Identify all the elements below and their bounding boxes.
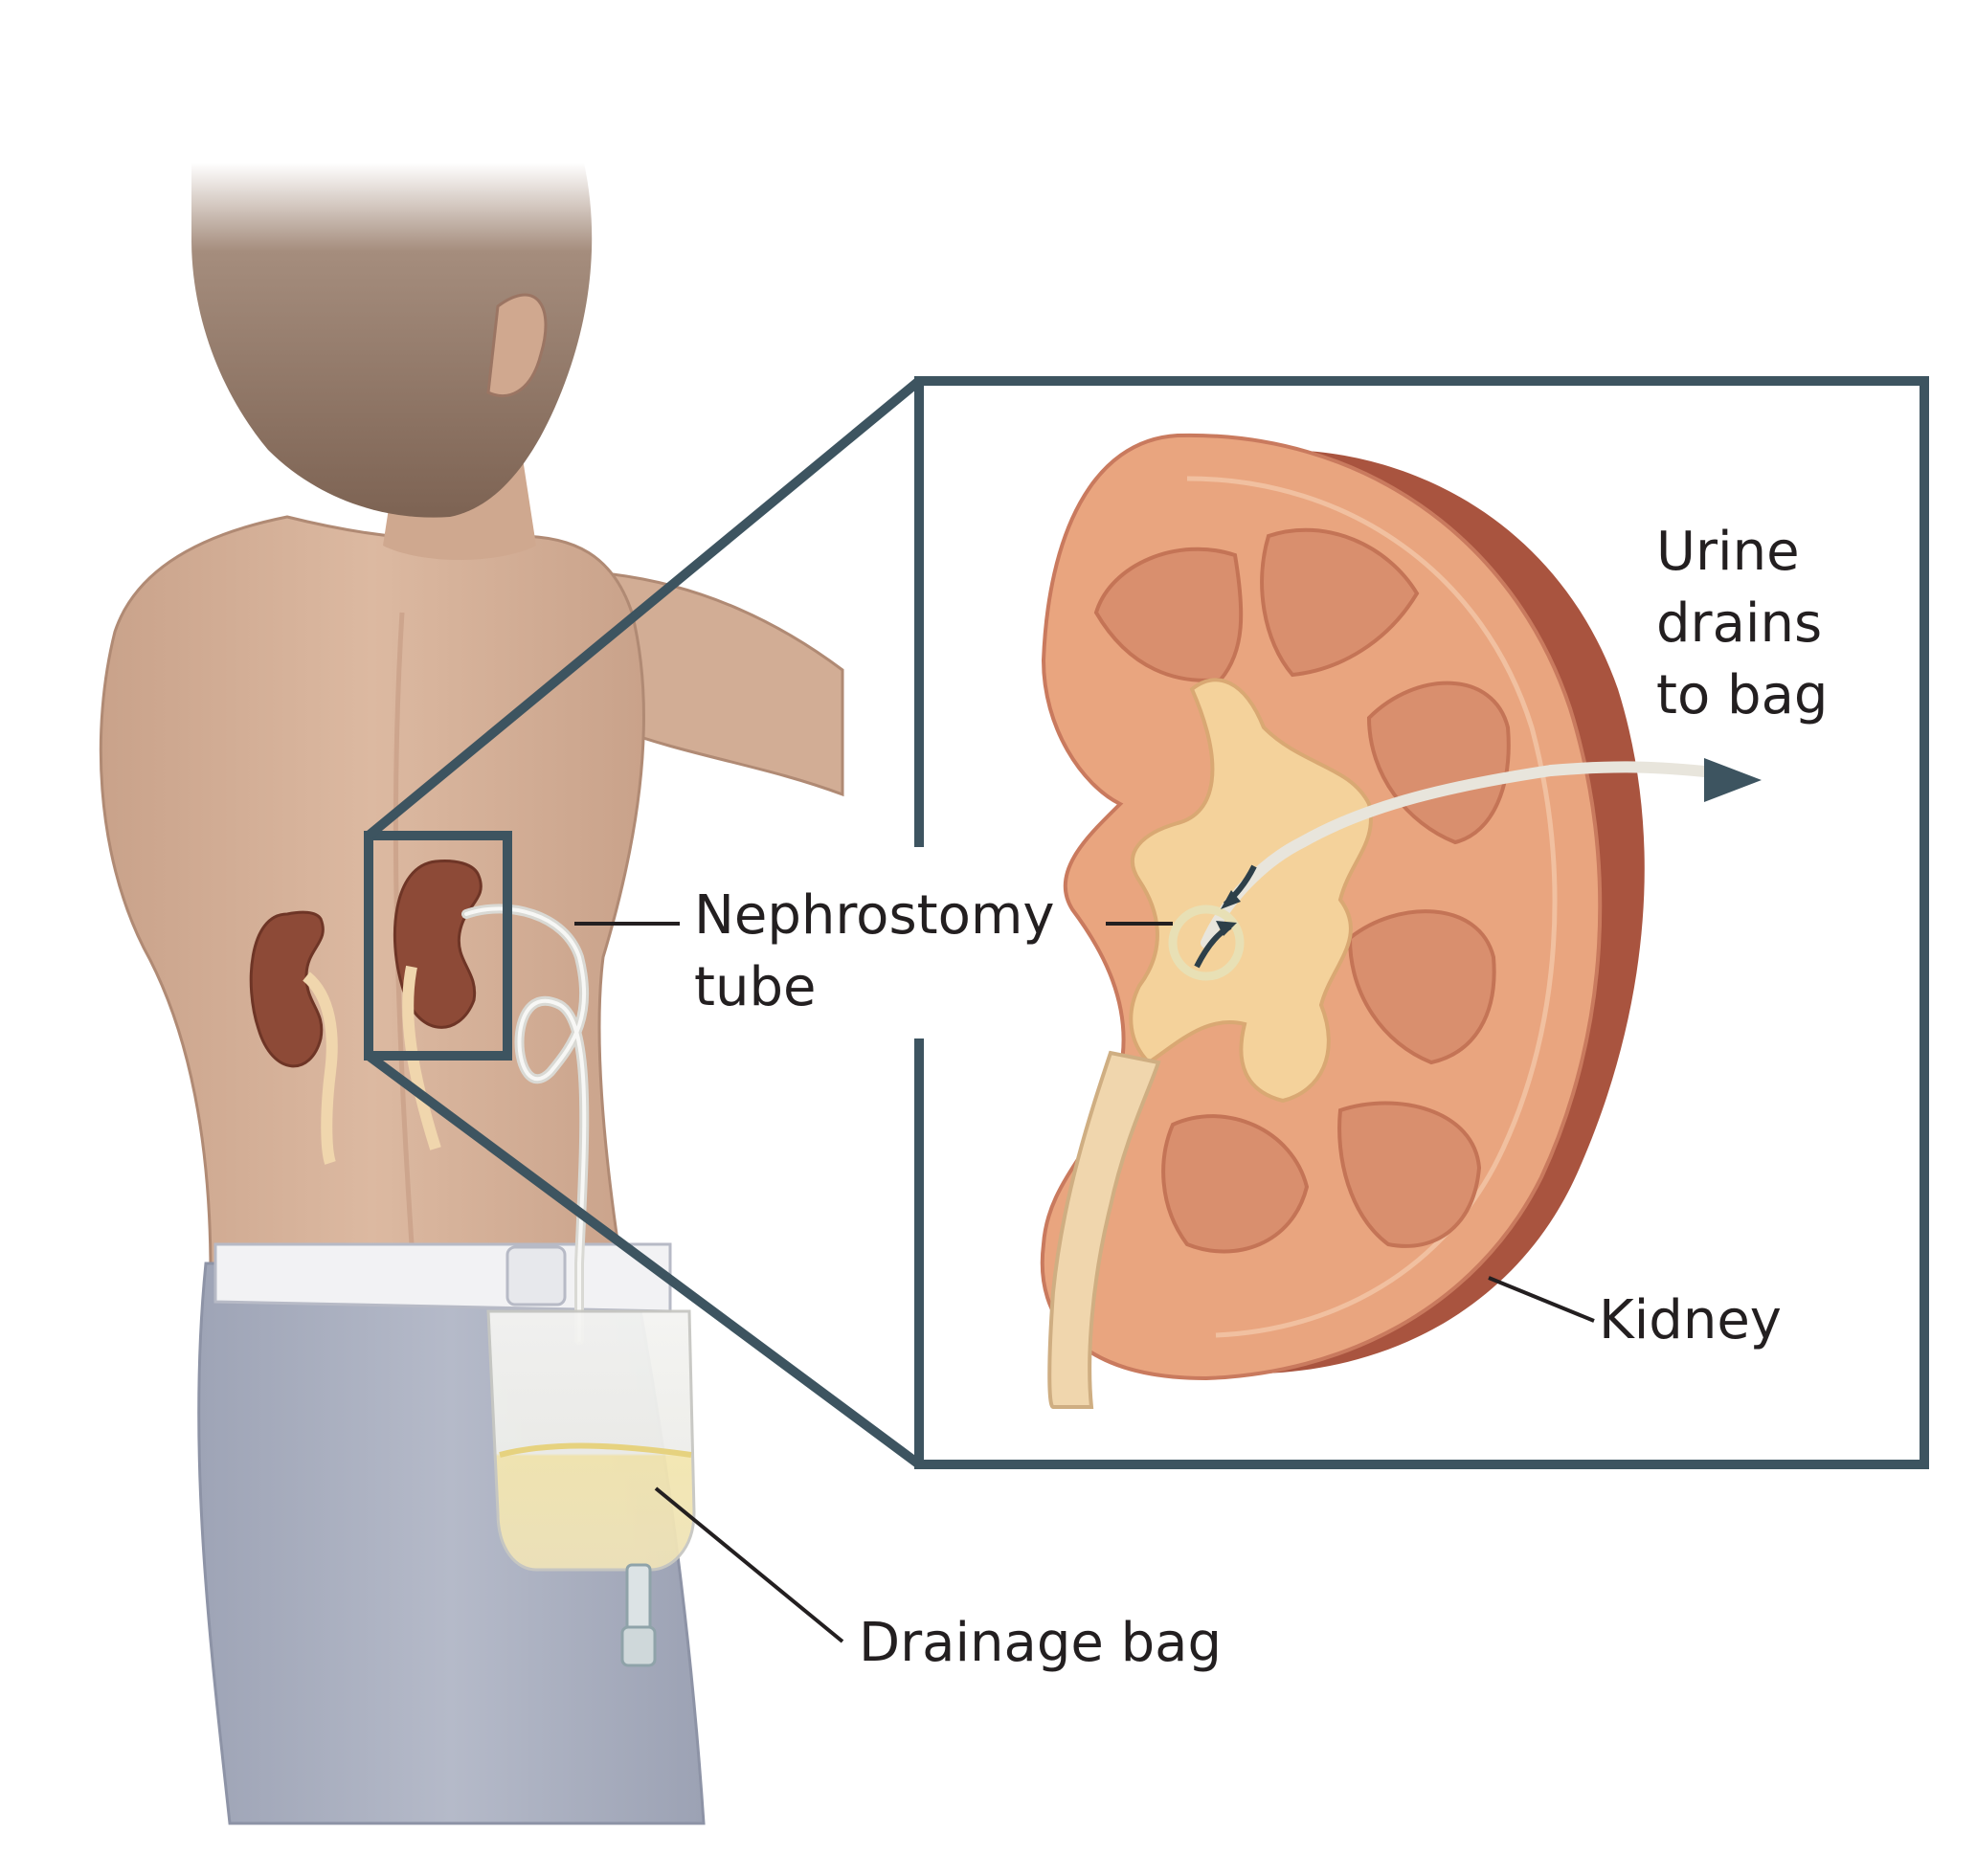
boy-head — [191, 163, 593, 518]
label-drainage-bag: Drainage bag — [859, 1612, 1222, 1674]
belt-buckle — [505, 1245, 567, 1306]
flow-arrow-1-head — [1221, 890, 1241, 909]
kidney-ureter — [1047, 1050, 1161, 1409]
small-zoom-box — [364, 831, 512, 1061]
urine-arrow-head — [1704, 758, 1762, 802]
pyramid-6 — [1161, 1114, 1310, 1254]
renal-pyramids — [1093, 527, 1511, 1254]
leader-kidney — [1488, 1276, 1595, 1323]
label-urine-line3: to bag — [1656, 664, 1828, 726]
large-zoom-frame — [914, 376, 1929, 1469]
label-nephrostomy-line1: Nephrostomy — [694, 884, 1055, 947]
zoom-connector-top — [365, 377, 923, 839]
label-urine-line2: drains — [1656, 592, 1822, 655]
drainage-tube-highlight — [464, 906, 587, 1342]
pyramid-5 — [1337, 1101, 1482, 1248]
flow-arrow-2-head — [1216, 921, 1237, 936]
renal-pelvis — [1129, 678, 1373, 1104]
belt-strap — [213, 1242, 672, 1313]
boy-ear — [486, 293, 548, 398]
back-kidney-right — [393, 860, 483, 1029]
back-kidney-left — [249, 910, 325, 1068]
pigtail-loop — [1168, 904, 1245, 981]
bag-urine-level — [499, 1442, 692, 1458]
zoom-connector-bottom — [366, 1051, 922, 1469]
pyramid-2 — [1260, 527, 1420, 678]
label-urine-line1: Urine — [1656, 521, 1800, 583]
back-ureter-right — [402, 965, 441, 1150]
zoomed-kidney — [1040, 433, 1762, 1409]
label-kidney: Kidney — [1599, 1289, 1782, 1351]
leader-lines — [574, 922, 1595, 1643]
bag-outlet-valve — [625, 1563, 652, 1634]
bag-outlet-cap — [620, 1625, 657, 1667]
pyramid-1 — [1093, 547, 1244, 682]
zoom-indicator — [364, 376, 1929, 1469]
pyramid-4 — [1347, 909, 1496, 1065]
leader-drainage-bag — [654, 1486, 844, 1643]
label-nephrostomy-line2: tube — [694, 956, 816, 1018]
drainage-system — [461, 904, 696, 1667]
spine-shading — [393, 612, 415, 1245]
kidney-cortex-line — [1186, 476, 1558, 1338]
back-ureter-left — [302, 972, 338, 1165]
drainage-bag — [486, 1309, 696, 1572]
boy-arm — [611, 572, 844, 797]
internal-tube-outer — [1545, 761, 1710, 777]
